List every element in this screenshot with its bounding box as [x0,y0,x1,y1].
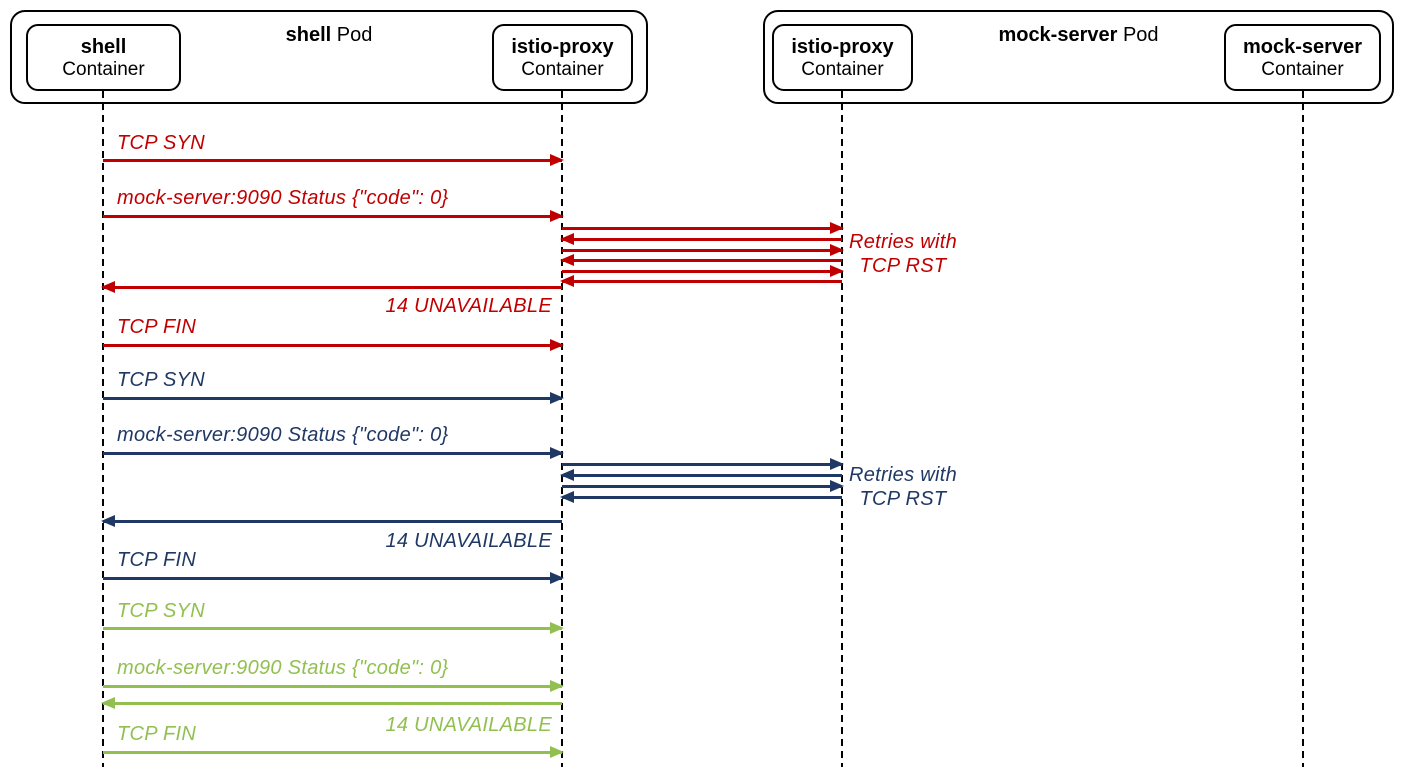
message-label: mock-server:9090 Status {"code": 0} [117,187,449,209]
arrowhead-icon [550,680,564,692]
container-istio-proxy-mock-name: istio-proxy [791,35,894,58]
message-arrow [103,622,564,634]
message-arrow [103,392,564,404]
container-shell: shell Container [26,24,181,91]
container-shell-name: shell [80,35,127,58]
message-label: TCP SYN [117,369,206,391]
arrowhead-icon [560,275,574,287]
message-label: TCP SYN [117,600,206,622]
lifeline-istio-proxy-shell [561,91,563,767]
pod-shell-title: shell Pod [12,24,646,47]
arrowhead-icon [830,458,844,470]
arrowhead-icon [550,447,564,459]
message-arrow [103,210,564,222]
message-arrow [562,244,844,256]
arrowhead-icon [101,281,115,293]
message-arrow [103,572,564,584]
arrowhead-icon [560,254,574,266]
container-istio-proxy-shell-sub: Container [521,58,604,80]
message-label: mock-server:9090 Status {"code": 0} [117,657,449,679]
arrowhead-icon [550,392,564,404]
message-arrow [560,233,842,245]
pod-mock-server-name: mock-server [998,24,1118,46]
message-arrow [103,154,564,166]
arrowhead-icon [560,233,574,245]
arrowhead-icon [560,491,574,503]
arrowhead-icon [550,746,564,758]
arrowhead-icon [550,210,564,222]
lifeline-shell [102,91,104,767]
container-istio-proxy-mock-sub: Container [801,58,884,80]
message-arrow [562,222,844,234]
pod-mock-server: mock-server Pod [763,10,1394,104]
message-arrow [560,254,842,266]
retries-note-line: Retries with [848,231,958,253]
container-istio-proxy-shell-name: istio-proxy [511,35,614,58]
arrowhead-icon [101,697,115,709]
pod-shell: shell Pod [10,10,648,104]
message-label: 14 UNAVAILABLE [385,530,552,552]
arrowhead-icon [550,339,564,351]
container-mock-server-sub: Container [1261,58,1344,80]
message-arrow [103,746,564,758]
pod-mock-server-title: mock-server Pod [765,24,1392,47]
message-label: TCP SYN [117,132,206,154]
arrowhead-icon [830,222,844,234]
container-istio-proxy-mock: istio-proxy Container [772,24,913,91]
retries-note-line: TCP RST [859,488,947,510]
message-arrow [560,491,842,503]
pod-mock-server-suffix: Pod [1117,24,1159,46]
message-label: TCP FIN [117,723,197,745]
message-arrow [562,480,844,492]
arrowhead-icon [830,265,844,277]
container-istio-proxy-shell: istio-proxy Container [492,24,633,91]
container-mock-server: mock-server Container [1224,24,1381,91]
message-arrow [103,680,564,692]
message-arrow [101,281,562,293]
pod-shell-name: shell [285,24,332,46]
pod-shell-suffix: Pod [331,24,373,46]
message-label: mock-server:9090 Status {"code": 0} [117,424,449,446]
message-label: 14 UNAVAILABLE [385,714,552,736]
message-arrow [562,458,844,470]
message-arrow [101,697,562,709]
container-shell-sub: Container [62,58,145,80]
lifeline-istio-proxy-mock [841,91,843,767]
message-label: TCP FIN [117,316,197,338]
message-arrow [562,265,844,277]
message-arrow [560,275,842,287]
message-arrow [101,515,562,527]
message-label: TCP FIN [117,549,197,571]
arrowhead-icon [560,469,574,481]
arrowhead-icon [550,572,564,584]
message-arrow [103,339,564,351]
message-label: 14 UNAVAILABLE [385,295,552,317]
arrowhead-icon [830,244,844,256]
arrowhead-icon [830,480,844,492]
arrowhead-icon [550,154,564,166]
arrowhead-icon [550,622,564,634]
message-arrow [560,469,842,481]
retries-note-line: Retries with [848,464,958,486]
retries-note-line: TCP RST [859,255,947,277]
container-mock-server-name: mock-server [1243,35,1362,58]
lifeline-mock-server [1302,91,1304,767]
message-arrow [103,447,564,459]
arrowhead-icon [101,515,115,527]
